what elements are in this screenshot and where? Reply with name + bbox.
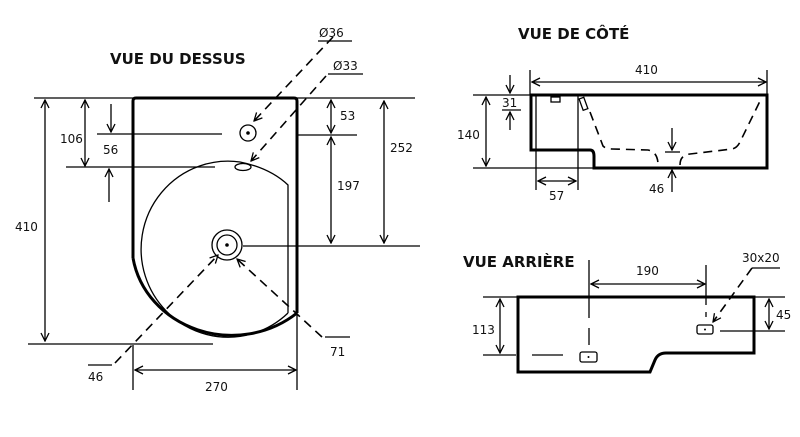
top-view-title: VUE DU DESSUS [110,50,246,68]
dim-410-height: 410 [15,220,38,234]
back-view-title: VUE ARRIÈRE [463,252,575,271]
dim-31: 31 [502,96,517,110]
dim-106: 106 [60,132,83,146]
fixing-hole-right [696,324,714,335]
fixing-hole-left [579,351,598,363]
side-view: VUE DE CÔTÉ 410 140 31 57 46 [457,24,769,203]
dim-overflow-diameter: Ø33 [333,59,358,73]
tap-hole-section [550,96,561,103]
back-view: VUE ARRIÈRE 113 190 30x20 45 [463,251,791,374]
dim-57: 57 [549,189,564,203]
tap-hole [239,124,257,142]
dim-71: 71 [330,345,345,359]
top-dimension-lines [28,36,420,390]
dim-53: 53 [340,109,355,123]
dim-46-side: 46 [649,182,664,196]
dim-113: 113 [472,323,495,337]
dim-190: 190 [636,264,659,278]
overflow-section [578,96,589,112]
dim-tap-hole-diameter: Ø36 [319,26,344,40]
basin-outline-back [516,295,756,374]
dim-410-length: 410 [635,63,658,77]
drain-hole [211,229,243,261]
dim-45: 45 [776,308,791,322]
dim-140: 140 [457,128,480,142]
side-view-title: VUE DE CÔTÉ [518,24,629,43]
basin-outline-side [529,93,769,170]
top-view: VUE DU DESSUS [15,26,420,394]
dim-46: 46 [88,370,103,384]
dim-270-width: 270 [205,380,228,394]
overflow-hole [234,162,252,172]
dim-30x20: 30x20 [742,251,780,265]
bowl-interior-dashed [589,96,763,166]
dim-252: 252 [390,141,413,155]
dim-56: 56 [103,143,118,157]
dim-197: 197 [337,179,360,193]
